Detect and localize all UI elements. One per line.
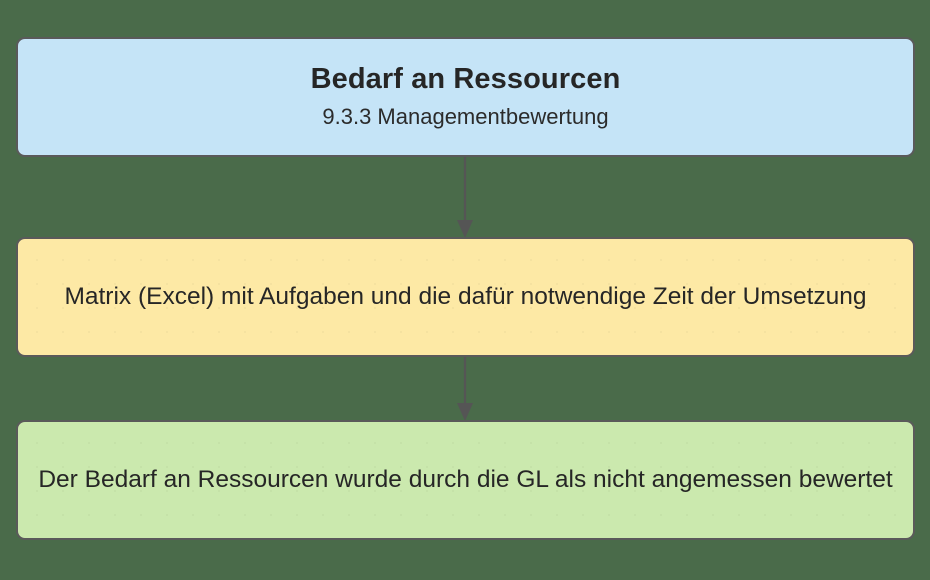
arrowhead-icon [457,220,473,238]
flow-node-process-text: Matrix (Excel) mit Aufgaben und die dafü… [64,283,867,311]
flow-node-process[interactable]: Matrix (Excel) mit Aufgaben und die dafü… [16,237,915,357]
connector-process-to-result [457,357,473,421]
connector-start-to-process [457,157,473,238]
arrowhead-icon [457,403,473,421]
flow-node-result[interactable]: Der Bedarf an Ressourcen wurde durch die… [16,420,915,540]
flow-node-start[interactable]: Bedarf an Ressourcen 9.3.3 Managementbew… [16,37,915,157]
flow-node-result-text: Der Bedarf an Ressourcen wurde durch die… [38,466,893,494]
flow-node-start-subtitle: 9.3.3 Managementbewertung [322,104,609,130]
flow-node-start-title: Bedarf an Ressourcen [310,63,621,96]
